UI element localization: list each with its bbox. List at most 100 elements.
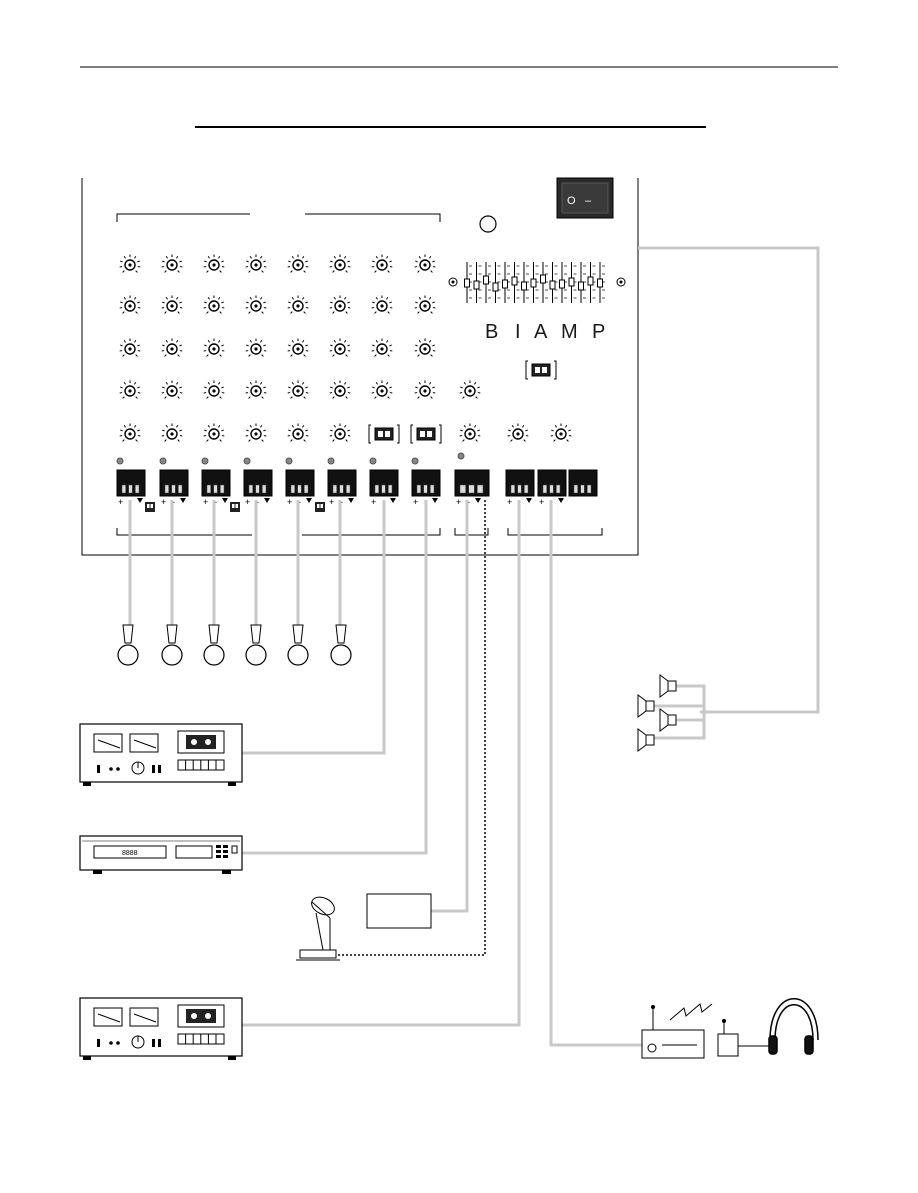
rotary-knob[interactable] [120, 424, 141, 442]
rotary-knob[interactable] [120, 339, 141, 357]
eq-slider[interactable] [531, 262, 539, 303]
knob-tick [344, 425, 345, 427]
knob-tick [432, 387, 434, 388]
rotary-knob[interactable] [246, 255, 267, 273]
terminal-block[interactable]: +- [244, 458, 272, 507]
rotary-knob[interactable] [120, 296, 141, 314]
rotary-knob[interactable] [415, 339, 436, 357]
knob-center [380, 304, 383, 307]
knob-tick [208, 297, 209, 299]
phantom-switch[interactable] [315, 502, 325, 512]
rotary-knob[interactable] [288, 424, 309, 442]
terminal-block[interactable]: +- [160, 458, 188, 507]
power-switch[interactable]: O – [557, 178, 613, 218]
cd-button[interactable] [223, 850, 228, 853]
rotary-knob[interactable] [162, 255, 183, 273]
cd-power[interactable] [232, 846, 237, 853]
eq-slider[interactable] [465, 262, 473, 303]
rotary-knob[interactable] [415, 255, 436, 273]
rotary-knob[interactable] [415, 296, 436, 314]
rotary-knob[interactable] [330, 255, 351, 273]
rotary-knob[interactable] [372, 255, 393, 273]
eq-slider[interactable] [484, 262, 492, 303]
rotary-knob[interactable] [162, 339, 183, 357]
rotary-knob[interactable] [162, 296, 183, 314]
cd-button[interactable] [216, 855, 221, 858]
terminal-screw [135, 485, 139, 493]
cd-button[interactable] [223, 855, 228, 858]
eq-slider[interactable] [512, 262, 520, 303]
eq-slider[interactable] [493, 262, 501, 303]
rotary-knob[interactable] [330, 381, 351, 399]
knob-tick [262, 397, 264, 399]
terminal-block[interactable]: +- [286, 458, 314, 507]
cd-button[interactable] [216, 845, 221, 848]
knob-tick [221, 345, 223, 346]
rotary-knob[interactable] [372, 339, 393, 357]
rotary-knob[interactable] [204, 339, 225, 357]
rotary-knob[interactable] [120, 255, 141, 273]
knob-tick [249, 312, 251, 314]
rotary-knob[interactable] [204, 424, 225, 442]
terminal-block[interactable]: +- [202, 458, 230, 507]
eq-slider[interactable] [569, 262, 577, 303]
knob-center [380, 389, 383, 392]
eq-slider[interactable] [579, 262, 587, 303]
dip-switch[interactable] [369, 425, 399, 443]
rotary-knob[interactable] [415, 381, 436, 399]
knob-tick [218, 425, 219, 427]
knob-tick [246, 387, 248, 388]
rotary-knob[interactable] [460, 381, 481, 399]
rotary-knob[interactable] [508, 424, 529, 442]
rotary-knob[interactable] [330, 339, 351, 357]
signal-led [458, 453, 464, 459]
rotary-knob[interactable] [330, 296, 351, 314]
rotary-knob[interactable] [288, 339, 309, 357]
terminal-block[interactable] [569, 470, 597, 496]
eq-slider[interactable] [588, 262, 596, 303]
rotary-knob[interactable] [330, 424, 351, 442]
rotary-knob[interactable] [288, 296, 309, 314]
knob-tick [137, 302, 139, 303]
rotary-knob[interactable] [204, 381, 225, 399]
eq-slider[interactable] [550, 262, 558, 303]
dip-switch[interactable] [411, 425, 441, 443]
knob-tick [246, 302, 248, 303]
eq-slider[interactable] [474, 262, 482, 303]
rotary-knob[interactable] [162, 381, 183, 399]
cd-button[interactable] [223, 845, 228, 848]
rotary-knob[interactable] [551, 424, 572, 442]
rotary-knob[interactable] [204, 255, 225, 273]
rotary-knob[interactable] [162, 424, 183, 442]
mic-head [204, 645, 224, 665]
rotary-knob[interactable] [372, 381, 393, 399]
rotary-knob[interactable] [288, 255, 309, 273]
rotary-knob[interactable] [246, 296, 267, 314]
phantom-switch[interactable] [230, 502, 240, 512]
terminal-block[interactable]: +- [328, 458, 356, 507]
terminal-block[interactable]: +- [412, 458, 440, 507]
rotary-knob[interactable] [204, 296, 225, 314]
eq-slider[interactable] [541, 262, 549, 303]
rotary-knob[interactable] [372, 296, 393, 314]
rotary-knob[interactable] [246, 381, 267, 399]
knob-tick [334, 297, 335, 299]
terminal-block[interactable]: +- [117, 458, 145, 507]
phantom-switch[interactable] [145, 502, 155, 512]
rotary-knob[interactable] [460, 424, 481, 442]
dip-switch[interactable] [526, 361, 556, 379]
knob-center [212, 389, 215, 392]
knob-tick [555, 425, 556, 427]
rotary-knob[interactable] [246, 339, 267, 357]
terminal-block[interactable]: +- [370, 458, 398, 507]
knob-tick [123, 312, 125, 314]
eq-slider[interactable] [560, 262, 568, 303]
rotary-knob[interactable] [120, 381, 141, 399]
eq-slider[interactable] [503, 262, 511, 303]
terminal-block[interactable]: +- [455, 470, 489, 507]
eq-slider[interactable] [522, 262, 530, 303]
rotary-knob[interactable] [246, 424, 267, 442]
rotary-knob[interactable] [288, 381, 309, 399]
eq-slider[interactable] [598, 262, 606, 303]
cd-button[interactable] [216, 850, 221, 853]
